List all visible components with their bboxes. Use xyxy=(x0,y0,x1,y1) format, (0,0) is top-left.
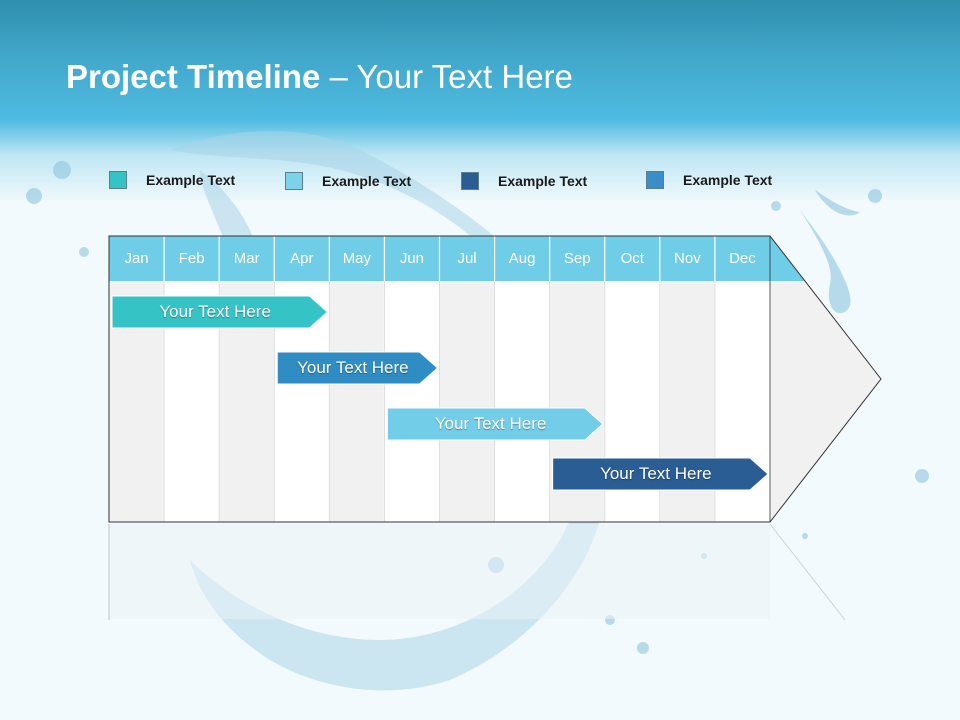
legend-label: Example Text xyxy=(322,173,412,189)
month-header-cell xyxy=(164,236,220,281)
month-header-cell xyxy=(384,236,440,281)
slide-title: Project Timeline – Your Text Here xyxy=(66,58,573,96)
timeline-frame xyxy=(108,235,882,523)
arrow-head xyxy=(770,236,881,522)
month-header-cell xyxy=(659,236,715,281)
month-label: May xyxy=(342,250,372,267)
header-band xyxy=(0,0,960,200)
title-bold: Project Timeline xyxy=(66,58,321,95)
legend-label: Example Text xyxy=(683,172,773,188)
month-header-cell xyxy=(329,236,385,281)
task-bar xyxy=(552,457,769,491)
month-header-cell xyxy=(274,236,330,281)
timeline-task-bars xyxy=(111,295,769,491)
title-rest: – Your Text Here xyxy=(320,58,573,95)
month-column xyxy=(439,281,495,522)
legend-swatch xyxy=(285,172,303,190)
month-header-cell xyxy=(109,236,165,281)
month-label: Mar xyxy=(233,250,260,267)
task-bar xyxy=(276,351,439,385)
month-label: Apr xyxy=(290,250,314,267)
timeline-reflection xyxy=(108,523,846,621)
reflection-body xyxy=(109,524,770,619)
month-label: Dec xyxy=(729,250,756,267)
month-column xyxy=(494,281,550,522)
month-label: Nov xyxy=(674,250,701,267)
month-header-cell xyxy=(714,236,770,281)
task-bar-label: Your Text Here xyxy=(297,358,409,377)
task-bar-label: Your Text Here xyxy=(600,464,712,483)
task-bar xyxy=(111,295,329,329)
legend-swatch xyxy=(109,171,127,189)
month-header-cell xyxy=(604,236,660,281)
task-bar-label: Your Text Here xyxy=(159,302,271,321)
month-label: Jul xyxy=(457,250,477,267)
month-label: Feb xyxy=(178,250,205,267)
task-bar-label: Your Text Here xyxy=(434,414,547,433)
month-label: Jun xyxy=(399,250,425,267)
month-column xyxy=(329,281,385,522)
month-column xyxy=(384,281,440,522)
month-header-cell xyxy=(219,236,275,281)
month-label: Oct xyxy=(620,250,644,267)
month-label: Aug xyxy=(508,250,536,267)
reflection-edge xyxy=(769,523,846,621)
month-header-cell xyxy=(549,236,605,281)
month-label: Sep xyxy=(563,250,591,267)
month-header-cell xyxy=(494,236,550,281)
legend-label: Example Text xyxy=(146,172,236,188)
month-label: Jan xyxy=(124,250,149,267)
arrow-outline xyxy=(108,235,882,523)
month-header-cell xyxy=(439,236,495,281)
legend-swatch xyxy=(646,171,664,189)
legend-label: Example Text xyxy=(498,173,588,189)
legend-swatch xyxy=(461,172,479,190)
task-bar xyxy=(386,407,604,441)
